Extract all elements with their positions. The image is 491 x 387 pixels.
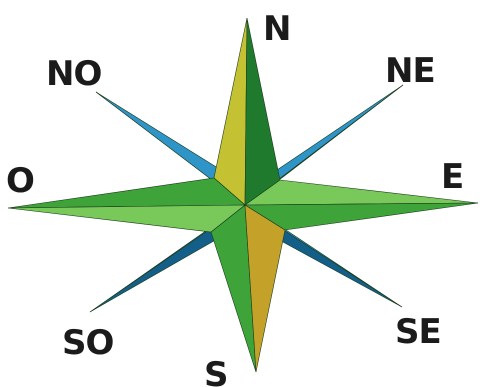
west-point-top — [8, 178, 245, 208]
label-west: O — [6, 161, 34, 201]
label-southwest: SO — [62, 323, 113, 363]
north-point-left — [214, 18, 247, 205]
label-east: E — [441, 157, 463, 197]
east-point-bottom — [245, 203, 478, 230]
label-north: N — [263, 9, 290, 49]
west-point-bottom — [8, 205, 245, 232]
label-southeast: SE — [395, 312, 441, 352]
label-northwest: NO — [46, 54, 101, 94]
label-south: S — [204, 355, 228, 387]
label-northeast: NE — [385, 51, 435, 91]
